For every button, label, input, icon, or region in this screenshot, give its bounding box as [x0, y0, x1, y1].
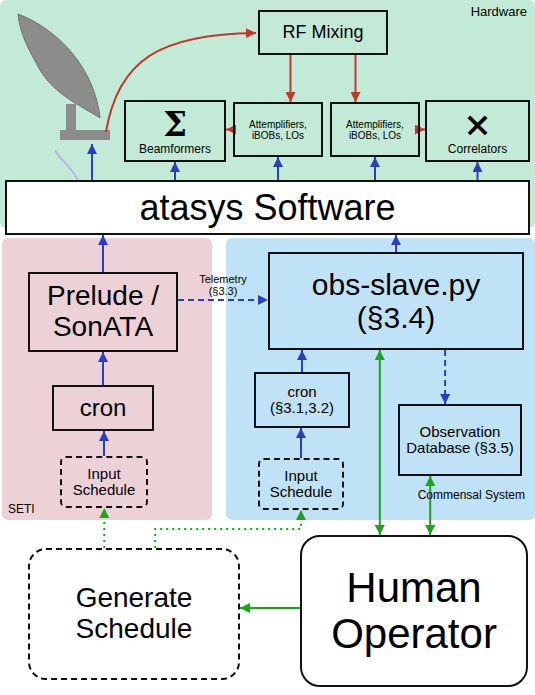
connector [477, 162, 479, 180]
connector [429, 476, 431, 535]
connector [301, 350, 303, 372]
control-wire [55, 150, 78, 180]
node-text: RF Mixing [282, 23, 363, 43]
dish-pedestal [66, 104, 76, 134]
node-text: Beamformers [139, 143, 211, 156]
connector [174, 162, 176, 180]
node-text: Attemplifiers, iBOBs, LOs [239, 119, 317, 141]
node-text: × [463, 106, 492, 143]
database-box: Observation Database (§3.5) [398, 404, 522, 476]
schedule-generator-box: Generate Schedule [28, 548, 240, 680]
node-text: Observation Database (§3.5) [404, 424, 516, 457]
process-box: cron [52, 385, 154, 431]
rf-wire [106, 33, 256, 132]
connector [379, 350, 381, 535]
software-box: atasys Software [5, 180, 530, 235]
connector [240, 607, 300, 609]
process-box: ×Correlators [425, 100, 530, 162]
connector [395, 235, 397, 252]
process-box: cron (§3.1,3.2) [254, 372, 350, 428]
connector [444, 350, 446, 404]
connector [277, 157, 279, 180]
node-text: cron [80, 395, 127, 421]
region-label: Commensal System [418, 489, 525, 502]
node-text: atasys Software [139, 188, 395, 228]
process-box: obs-slave.py (§3.4) [268, 252, 524, 350]
edge-label: Telemetry (§3.3) [190, 273, 256, 297]
region-label: Hardware [471, 5, 527, 19]
connector [226, 129, 233, 131]
connector [374, 157, 376, 180]
node-text: cron (§3.1,3.2) [260, 384, 344, 417]
process-box: Attemplifiers, iBOBs, LOs [233, 102, 323, 157]
process-box: Attemplifiers, iBOBs, LOs [330, 102, 420, 157]
node-text: obs-slave.py (§3.4) [274, 268, 518, 334]
connector [290, 55, 292, 102]
process-box: ΣBeamformers [124, 100, 226, 162]
seti-region: SETI Prelude / SonATA cronInput Schedule [2, 238, 212, 520]
node-text: Attemplifiers, iBOBs, LOs [336, 119, 414, 141]
node-text: Input Schedule [66, 466, 142, 499]
node-text: Prelude / SonATA [34, 281, 172, 343]
connector [420, 129, 425, 131]
process-box: RF Mixing [258, 10, 388, 55]
region-label: SETI [8, 503, 35, 516]
node-text: Correlators [448, 143, 507, 156]
node-text: Generate Schedule [34, 583, 234, 645]
connector [300, 428, 302, 458]
process-box: Prelude / SonATA [28, 272, 178, 352]
connector [102, 235, 104, 272]
connector [178, 299, 268, 301]
dish-base [60, 130, 110, 140]
dish-reflector [18, 14, 100, 118]
connector [155, 510, 301, 548]
connector [355, 55, 357, 102]
schedule-box: Input Schedule [60, 456, 148, 508]
schedule-box: Input Schedule [258, 458, 344, 510]
operator-box: Human Operator [300, 535, 528, 687]
connector [102, 352, 104, 385]
node-text: Human Operator [306, 565, 522, 657]
node-text: Input Schedule [264, 468, 338, 501]
connector [103, 431, 105, 456]
node-text: Σ [163, 106, 187, 143]
control-wire [91, 144, 93, 180]
connector [103, 508, 105, 548]
